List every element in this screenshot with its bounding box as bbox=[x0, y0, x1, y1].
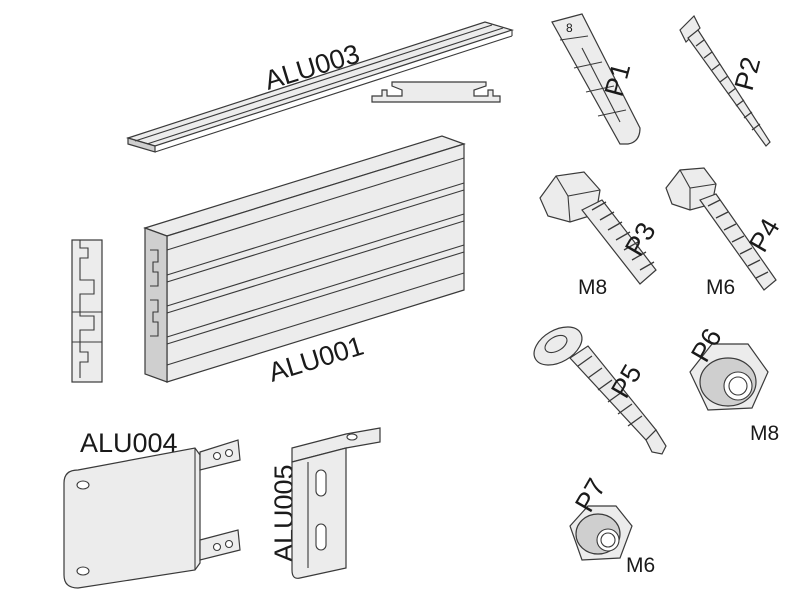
alu004-label: ALU004 bbox=[80, 428, 178, 458]
p1-stamp: 8 bbox=[566, 21, 573, 35]
p2-label: P2 bbox=[729, 54, 767, 94]
self-drilling-screw-icon bbox=[533, 326, 667, 455]
lock-nut-icon bbox=[569, 505, 633, 561]
hex-bolt-icon bbox=[539, 171, 657, 285]
rail-profile-icon bbox=[125, 21, 515, 153]
p3-size: M8 bbox=[578, 276, 607, 299]
p7-size: M6 bbox=[626, 554, 655, 577]
hex-bolt-icon bbox=[665, 167, 777, 291]
wood-screw-icon bbox=[679, 14, 771, 147]
p6-size: M8 bbox=[750, 422, 779, 445]
lock-nut-icon bbox=[689, 343, 769, 411]
extrusion-panel-icon bbox=[71, 135, 466, 383]
mounting-plate-icon bbox=[63, 439, 241, 589]
wall-plug-icon bbox=[551, 13, 641, 145]
p4-size: M6 bbox=[706, 276, 735, 299]
angle-bracket-icon bbox=[291, 427, 381, 579]
